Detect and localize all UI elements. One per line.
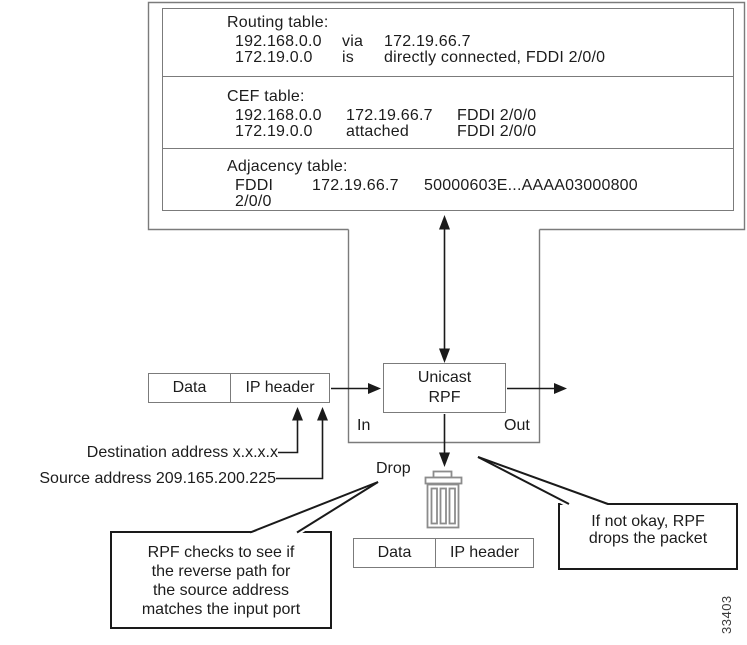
drop-packet-callout: If not okay, RPF drops the packet bbox=[558, 503, 738, 570]
cell: FDDI 2/0/0 bbox=[457, 106, 537, 124]
table-row: FDDI 2/0/0 172.19.66.7 50000603E...AAAA030… bbox=[235, 178, 733, 210]
packet-data-cell: Data bbox=[149, 374, 231, 402]
cell: 192.168.0.0 bbox=[235, 33, 322, 50]
cell: 192.168.0.0 bbox=[235, 106, 322, 124]
table-lookup-arrow-icon bbox=[439, 215, 450, 363]
unicast-rpf-box: Unicast RPF bbox=[383, 363, 506, 413]
rpf-label-line2: RPF bbox=[428, 389, 461, 406]
adjacency-table-section: Adjacency table: FDDI 2/0/0 172.19.66.7 50… bbox=[163, 148, 733, 210]
table-row: 172.19.0.0 is directly connected, FDDI 2/0… bbox=[235, 50, 733, 66]
cell: 172.19.0.0 bbox=[235, 49, 313, 66]
routing-table-section: Routing table: 192.168.0.0 via 172.19.66.7… bbox=[163, 9, 733, 76]
cell: 172.19.66.7 bbox=[312, 177, 399, 194]
packet-ip-header-cell: IP header bbox=[449, 544, 520, 561]
incoming-packet-box: Data IP header bbox=[148, 373, 330, 403]
table-row: 172.19.0.0 attached FDDI 2/0/0 bbox=[235, 122, 733, 140]
trash-can-icon bbox=[424, 470, 463, 529]
rpf-check-callout-tail bbox=[248, 481, 379, 535]
cell: 172.19.0.0 bbox=[235, 122, 313, 140]
table-row: 192.168.0.0 via 172.19.66.7 bbox=[235, 34, 733, 50]
adjacency-table-rows: FDDI 2/0/0 172.19.66.7 50000603E...AAAA030… bbox=[235, 178, 733, 210]
packet-ip-header-cell: IP header bbox=[245, 379, 315, 396]
callout-text: If not okay, RPF bbox=[591, 513, 705, 530]
packet-out-arrow-icon bbox=[507, 383, 567, 394]
callout-text: RPF checks to see if bbox=[147, 544, 295, 561]
rpf-check-callout: RPF checks to see if the reverse path fo… bbox=[110, 531, 332, 629]
source-pointer-arrow-icon bbox=[276, 407, 328, 480]
cell: 172.19.66.7 bbox=[346, 106, 433, 124]
packet-data-cell: Data bbox=[354, 539, 436, 567]
destination-address-label: Destination address x.x.x.x bbox=[86, 444, 278, 461]
figure-number: 33403 bbox=[719, 595, 734, 634]
packet-in-arrow-icon bbox=[331, 383, 381, 394]
cell: attached bbox=[346, 122, 409, 140]
callout-text: the source address bbox=[152, 582, 290, 599]
routing-table-rows: 192.168.0.0 via 172.19.66.7 172.19.0.0 is di… bbox=[235, 34, 733, 66]
routing-table-title: Routing table: bbox=[227, 14, 329, 31]
adjacency-table-title: Adjacency table: bbox=[227, 158, 348, 175]
callout-text: matches the input port bbox=[141, 601, 301, 618]
drop-callout-tail bbox=[477, 456, 612, 507]
drop-label: Drop bbox=[376, 460, 411, 477]
cell: FDDI 2/0/0 bbox=[235, 177, 274, 210]
cell: directly connected, FDDI 2/0/0 bbox=[384, 49, 606, 66]
cell: FDDI 2/0/0 bbox=[457, 122, 537, 140]
cef-table-title: CEF table: bbox=[227, 87, 305, 105]
rpf-label-line1: Unicast bbox=[417, 369, 472, 386]
in-label: In bbox=[357, 417, 371, 434]
callout-text: drops the packet bbox=[588, 530, 708, 547]
table-row: 192.168.0.0 172.19.66.7 FDDI 2/0/0 bbox=[235, 106, 733, 124]
cell: 172.19.66.7 bbox=[384, 33, 471, 50]
cell: is bbox=[342, 49, 354, 66]
out-label: Out bbox=[504, 417, 530, 434]
cell: 50000603E...AAAA03000800 bbox=[424, 177, 638, 194]
destination-pointer-arrow-icon bbox=[278, 407, 303, 454]
callout-text: the reverse path for bbox=[151, 563, 291, 580]
cell: via bbox=[342, 33, 364, 50]
source-address-label: Source address 209.165.200.225 bbox=[39, 470, 276, 487]
drop-arrow-icon bbox=[439, 414, 450, 467]
forwarding-tables-panel: Routing table: 192.168.0.0 via 172.19.66.7… bbox=[162, 8, 734, 211]
dropped-packet-box: Data IP header bbox=[353, 538, 534, 568]
